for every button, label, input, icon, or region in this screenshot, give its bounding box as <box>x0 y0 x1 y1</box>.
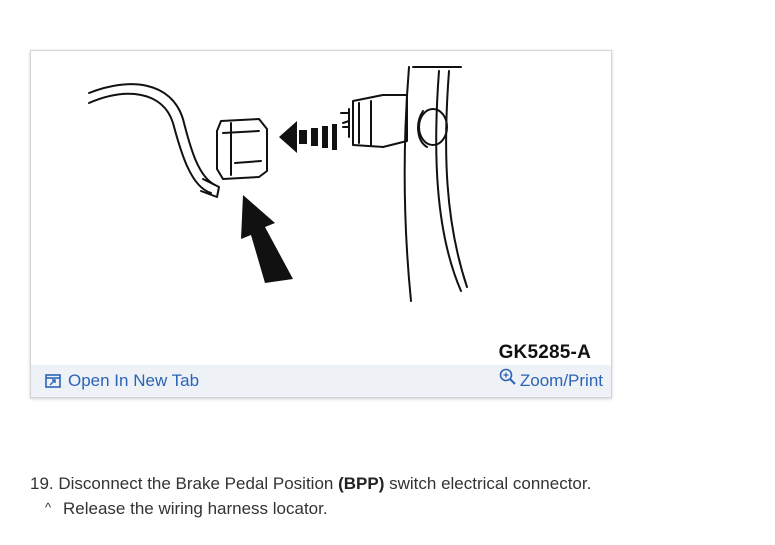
open-in-new-tab-link[interactable]: Open In New Tab <box>45 371 199 391</box>
substep-text: Release the wiring harness locator. <box>63 499 328 518</box>
figure-card: GK5285-A Open In New Tab Zoo <box>30 50 612 398</box>
zoom-print-link[interactable]: Zoom/Print <box>499 368 603 391</box>
step-text-before: Disconnect the Brake Pedal Position <box>58 474 334 493</box>
zoom-in-icon <box>499 368 517 386</box>
substep-marker: ^ <box>45 500 52 515</box>
substep: ^ Release the wiring harness locator. <box>45 499 328 519</box>
step-bold-term: (BPP) <box>338 474 385 493</box>
figure-code: GK5285-A <box>498 342 591 363</box>
open-in-new-tab-label: Open In New Tab <box>68 371 200 390</box>
connector-illustration <box>88 66 468 302</box>
step-number: 19. <box>30 474 54 493</box>
step-text-after: switch electrical connector. <box>389 474 592 493</box>
open-in-new-tab-icon <box>45 374 61 388</box>
figure-toolbar: Open In New Tab Zoom/Print <box>31 365 611 397</box>
step-19: 19. Disconnect the Brake Pedal Position … <box>30 474 591 494</box>
zoom-print-label: Zoom/Print <box>519 371 603 390</box>
